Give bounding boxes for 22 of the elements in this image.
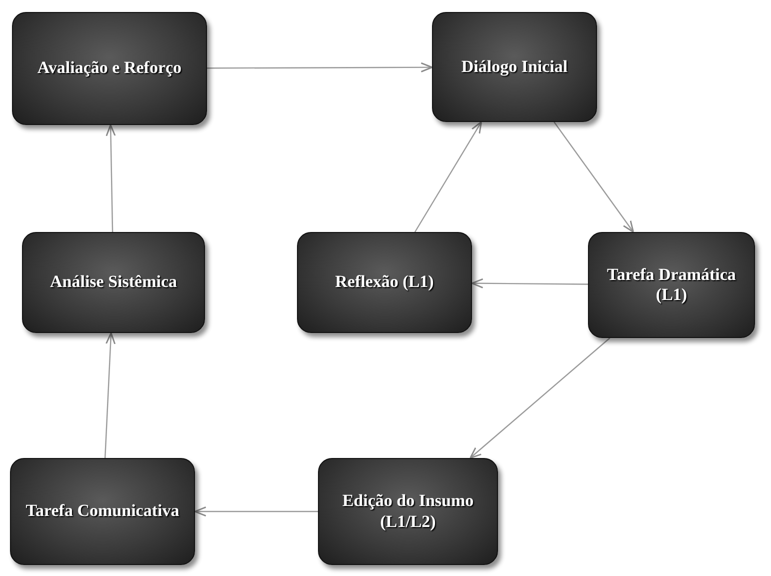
box-label: Edição do Insumo (L1/L2) [341,491,475,532]
process-box [297,232,472,333]
process-box [12,12,207,125]
box-label: Reflexão (L1) [335,272,434,293]
arrow [470,338,610,459]
arrow [104,332,116,458]
process-box [10,458,195,565]
arrow [207,62,433,72]
box-label: Avaliação e Reforço [37,58,182,79]
process-box [588,232,755,338]
box-label: Diálogo Inicial [461,56,568,78]
process-box [318,458,498,565]
arrow [554,122,634,233]
process-box [22,232,205,333]
arrow [106,124,116,232]
arrow [471,278,588,288]
box-label: Tarefa Comunicativa [26,501,180,522]
process-box [432,12,597,122]
box-label: Análise Sistêmica [50,272,178,293]
arrow [194,506,318,517]
box-label: Tarefa Dramática (L1) [606,264,737,306]
arrow [414,121,482,232]
